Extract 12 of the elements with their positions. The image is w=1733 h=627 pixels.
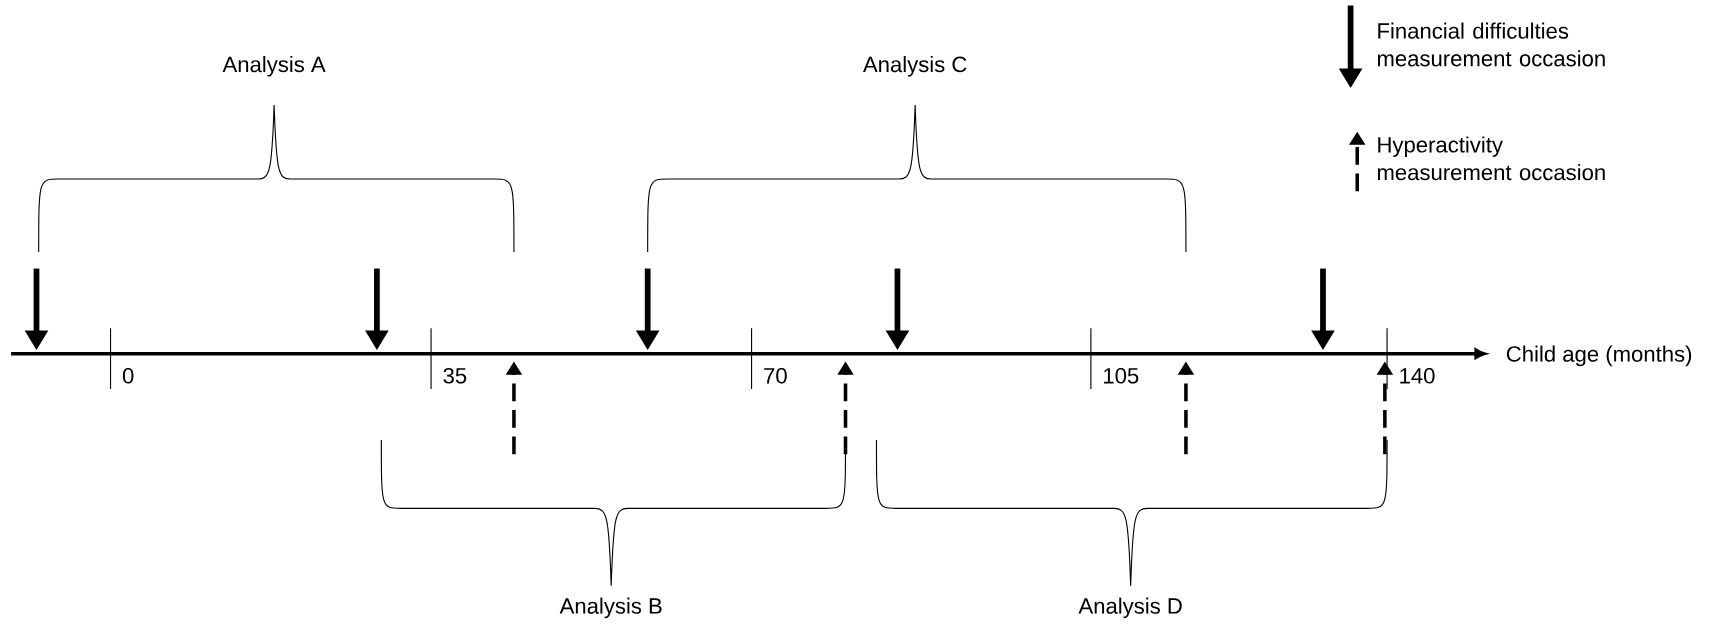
analysis-label: Analysis B xyxy=(559,597,662,619)
legend-text: Hyperactivity measurement occasion xyxy=(1377,136,1605,181)
tick-label: 140 xyxy=(1400,368,1435,384)
tick-label: 70 xyxy=(764,368,787,384)
analysis-label: Analysis D xyxy=(1078,597,1182,619)
axis-label: Child age (months) xyxy=(1506,345,1692,367)
analysis-label: Analysis C xyxy=(862,56,967,77)
tick-label: 105 xyxy=(1104,368,1139,384)
tick-label: 0 xyxy=(122,368,134,384)
analysis-label: Analysis A xyxy=(222,56,326,77)
tick-label: 35 xyxy=(443,368,467,384)
legend-text: Financial difficulties measurement occasion xyxy=(1377,22,1605,67)
